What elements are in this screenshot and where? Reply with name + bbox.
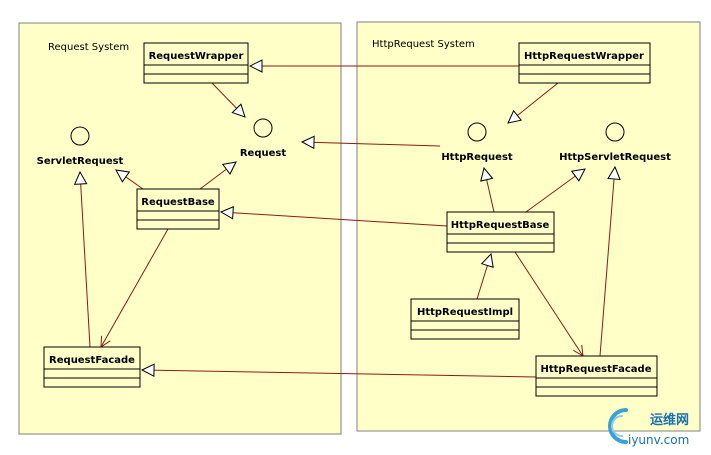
class-name: RequestWrapper xyxy=(149,51,244,62)
interface-name: HttpRequest xyxy=(441,152,513,163)
watermark-ring-icon xyxy=(608,408,628,444)
interface-http-servlet-request[interactable]: HttpServletRequest xyxy=(559,122,671,163)
class-name: HttpRequestWrapper xyxy=(524,51,644,62)
class-name: RequestFacade xyxy=(49,355,135,366)
interface-request[interactable]: Request xyxy=(240,118,286,159)
class-request-wrapper[interactable]: RequestWrapper xyxy=(143,42,249,84)
relation-association xyxy=(101,228,169,347)
relation-realization xyxy=(525,169,585,213)
class-request-facade[interactable]: RequestFacade xyxy=(43,346,141,388)
watermark-logo: 运维网 iyunv.com xyxy=(608,408,689,447)
relation-realization xyxy=(599,167,615,357)
relation-generalization xyxy=(142,370,537,378)
interface-name: HttpServletRequest xyxy=(559,152,671,163)
class-http-request-facade[interactable]: HttpRequestFacade xyxy=(535,355,658,397)
class-name: HttpRequestFacade xyxy=(541,364,652,375)
relation-realization xyxy=(484,168,495,213)
package-title: Request System xyxy=(48,42,129,53)
relations xyxy=(80,66,615,378)
relation-generalization xyxy=(302,142,441,146)
interface-http-request[interactable]: HttpRequest xyxy=(441,122,513,163)
class-http-request-impl[interactable]: HttpRequestImpl xyxy=(410,298,520,340)
class-http-request-base[interactable]: HttpRequestBase xyxy=(446,211,555,253)
relation-realization xyxy=(80,172,91,348)
relation-realization xyxy=(211,82,245,117)
interface-servlet-request[interactable]: ServletRequest xyxy=(37,126,124,167)
interface-name: Request xyxy=(240,148,286,159)
watermark-brand: 运维网 xyxy=(650,412,689,428)
class-name: HttpRequestBase xyxy=(451,220,550,231)
relation-realization xyxy=(508,82,559,123)
relation-generalization xyxy=(221,212,448,227)
relation-realization xyxy=(116,170,144,190)
relation-generalization xyxy=(476,254,491,300)
relation-realization xyxy=(199,162,236,190)
class-http-request-wrapper[interactable]: HttpRequestWrapper xyxy=(518,42,651,84)
watermark-site: iyunv.com xyxy=(628,433,689,447)
class-name: HttpRequestImpl xyxy=(417,307,513,318)
relation-association xyxy=(514,251,583,356)
class-request-base[interactable]: RequestBase xyxy=(136,188,220,230)
interface-name: ServletRequest xyxy=(37,156,124,167)
class-name: RequestBase xyxy=(141,197,215,208)
package-title: HttpRequest System xyxy=(372,39,475,50)
